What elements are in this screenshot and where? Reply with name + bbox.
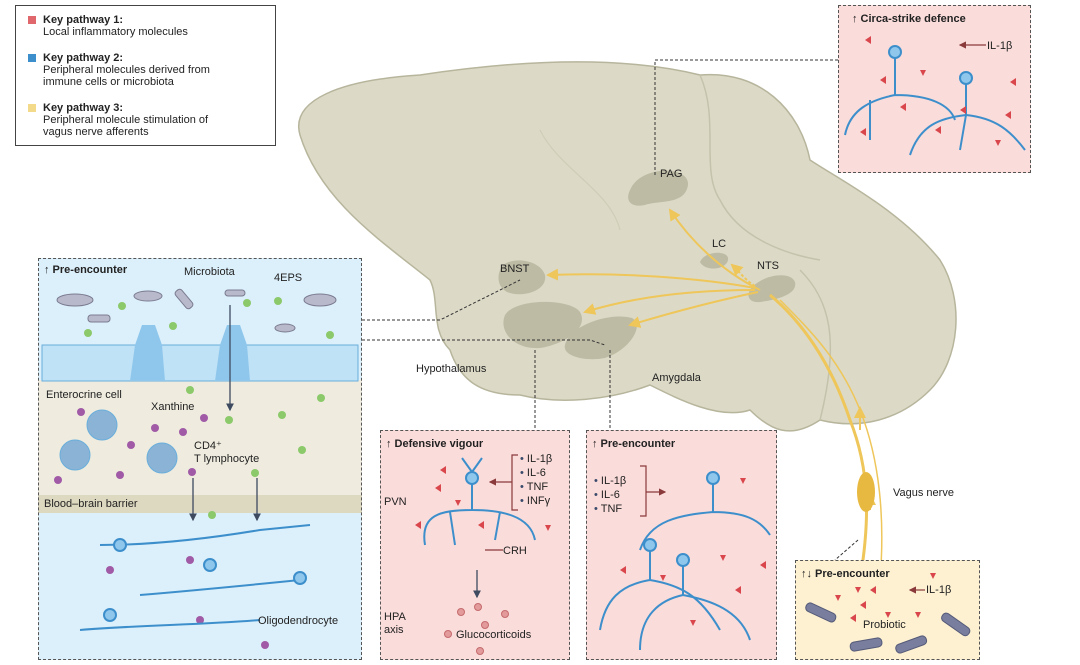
- amygdala-pre-encounter-panel: [586, 430, 777, 660]
- label-cd4: CD4⁺: [194, 440, 222, 452]
- legend-item-pathway-2: Key pathway 2: Peripheral molecules deri…: [28, 52, 210, 88]
- defensive-panel-title: ↑ Defensive vigour: [386, 438, 484, 450]
- legend: Key pathway 1: Local inflammatory molecu…: [15, 5, 276, 146]
- microbiota: [56, 288, 337, 333]
- cytokine-item: IL-6: [594, 488, 626, 502]
- t-lymphocytes: [59, 409, 178, 474]
- label-axis: axis: [384, 624, 404, 636]
- connector-lines: [362, 59, 859, 561]
- label-xanthine: Xanthine: [151, 401, 195, 413]
- enterocrine-cells: [130, 325, 250, 381]
- circa-strike-panel-title: ↑ Circa-strike defence: [852, 13, 966, 25]
- label-microbiota: Microbiota: [184, 266, 235, 278]
- brain: [298, 61, 957, 432]
- 4eps-molecules: [84, 297, 334, 519]
- legend-desc: Local inflammatory molecules: [43, 26, 188, 38]
- defensive-vigour-panel: [380, 430, 570, 660]
- label-nts: NTS: [757, 260, 779, 272]
- legend-title: Key pathway 2:: [43, 52, 124, 64]
- region-amygdala: [564, 316, 637, 360]
- label-il1b: IL-1β: [926, 584, 952, 596]
- probiotics: [805, 602, 971, 654]
- label-oligodendrocyte: Oligodendrocyte: [258, 615, 339, 627]
- label-pvn: PVN: [384, 496, 407, 508]
- legend-desc: Peripheral molecules derived from: [43, 64, 210, 76]
- label-4eps: 4EPS: [274, 272, 303, 284]
- label-blood-brain-barrier: Blood–brain barrier: [44, 498, 138, 510]
- vagus-ganglion: [857, 472, 875, 512]
- cytokine-list: IL-1β IL-6 TNF: [594, 474, 627, 516]
- cytokine-triangles: [415, 36, 1016, 626]
- label-enterocrine-cell: Enterocrine cell: [46, 389, 122, 401]
- cytokine-item: TNF: [594, 502, 626, 516]
- label-vagus-nerve: Vagus nerve: [893, 487, 954, 499]
- label-amygdala: Amygdala: [652, 372, 701, 384]
- cytokine-item: IL-1β: [594, 474, 626, 488]
- region-bnst: [498, 260, 546, 295]
- label-bnst: BNST: [500, 263, 530, 275]
- legend-item-pathway-3: Key pathway 3: Peripheral molecule stimu…: [28, 102, 208, 138]
- vagus-pathways: [546, 208, 883, 581]
- label-glucocorticoids: Glucocorticoids: [456, 629, 532, 641]
- xanthine-molecules: [54, 408, 269, 649]
- gut-arrows: [189, 305, 261, 522]
- cytokine-item: IL-6: [520, 466, 552, 480]
- amygdala-panel-title: ↑ Pre-encounter: [592, 438, 676, 450]
- gut-panel-graphics: [38, 258, 362, 660]
- legend-swatch-blue: [28, 54, 36, 62]
- legend-desc: Peripheral molecule stimulation of: [43, 114, 209, 126]
- region-pag: [628, 170, 689, 206]
- circa-strike-panel: [838, 5, 1031, 173]
- cytokine-arrows: [485, 41, 986, 594]
- vagus-pre-encounter-panel: [795, 560, 980, 660]
- cytokine-item: INFγ: [520, 494, 552, 508]
- legend-swatch-red: [28, 16, 36, 24]
- legend-title: Key pathway 3:: [43, 102, 124, 114]
- epithelium: [41, 344, 359, 382]
- label-pag: PAG: [660, 168, 683, 180]
- legend-desc: vagus nerve afferents: [43, 126, 149, 138]
- vagus-panel-title: ↑↓ Pre-encounter: [801, 568, 890, 580]
- region-nts: [748, 275, 796, 303]
- label-lc: LC: [712, 238, 727, 250]
- legend-item-pathway-1: Key pathway 1: Local inflammatory molecu…: [28, 14, 188, 38]
- label-t-lymphocyte: T lymphocyte: [194, 453, 260, 465]
- cytokine-item: TNF: [520, 480, 552, 494]
- oligodendrocytes: [79, 524, 311, 631]
- gut-panel: [38, 258, 362, 660]
- legend-swatch-yellow: [28, 104, 36, 112]
- label-il1b: IL-1β: [987, 40, 1013, 52]
- label-hypothalamus: Hypothalamus: [416, 363, 487, 375]
- label-crh: CRH: [503, 545, 527, 557]
- gut-panel-title: ↑ Pre-encounter: [44, 264, 128, 276]
- neurons: [423, 45, 1026, 651]
- legend-desc: immune cells or microbiota: [43, 76, 174, 88]
- cytokine-item: IL-1β: [520, 452, 552, 466]
- legend-title: Key pathway 1:: [43, 14, 124, 26]
- region-hypothalamus: [503, 301, 582, 349]
- label-probiotic: Probiotic: [863, 619, 906, 631]
- cytokine-list: IL-1β IL-6 TNF INFγ: [520, 452, 553, 508]
- glucocorticoid-molecules: [444, 603, 509, 655]
- label-hpa: HPA: [384, 611, 406, 623]
